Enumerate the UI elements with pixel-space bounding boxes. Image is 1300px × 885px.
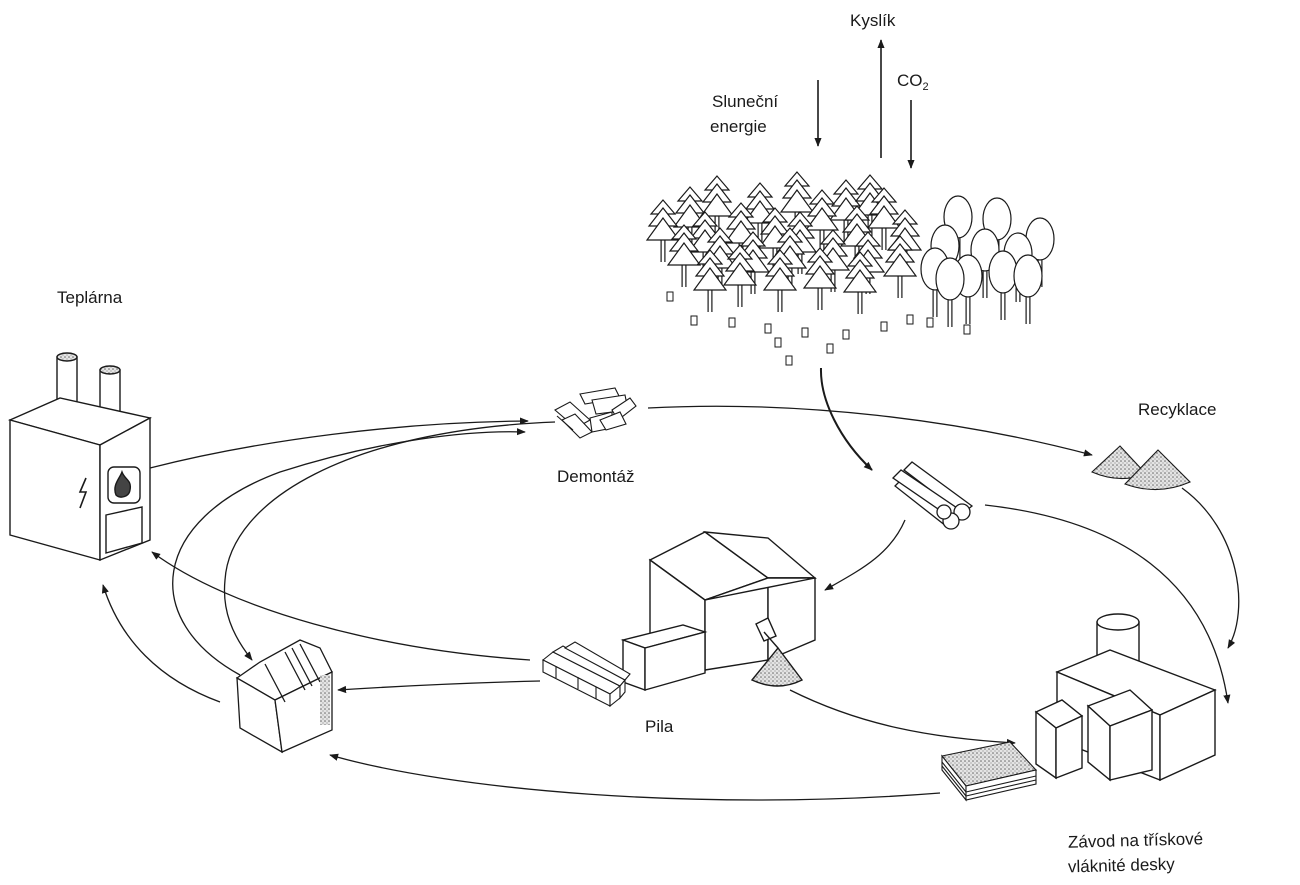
arrow-teplarna-to-demontaz <box>149 417 529 469</box>
demolition-debris <box>554 387 637 439</box>
arrow-pila-to-zavod <box>789 689 1016 747</box>
label-solar-line2: energie <box>710 117 767 136</box>
arrow-recyklace-to-zavod <box>1181 487 1240 649</box>
sawmill <box>620 531 817 691</box>
label-oxygen: Kyslík <box>850 11 896 30</box>
house-frame <box>235 639 333 754</box>
arrow-house-to-demontaz <box>172 428 526 676</box>
arrow-pila-to-teplarna <box>151 551 531 661</box>
label-demolition: Demontáž <box>557 467 635 486</box>
cycle-arrows <box>101 367 1240 801</box>
label-sawmill: Pila <box>645 717 674 736</box>
arrow-demontaz-to-recyklace <box>647 405 1093 457</box>
arrow-demontaz-to-house <box>223 421 556 661</box>
lumber-boards <box>541 641 631 708</box>
label-factory-line1: Závod na třískové <box>1067 829 1204 852</box>
arrow-logs-to-zavod <box>984 504 1231 704</box>
label-co2: CO2 <box>897 70 929 98</box>
label-co2-subscript: 2 <box>922 81 929 93</box>
label-recycling: Recyklace <box>1138 400 1217 419</box>
logs <box>891 461 974 530</box>
board-factory <box>1034 613 1217 782</box>
label-heating-plant: Teplárna <box>57 288 123 307</box>
forest <box>647 172 1054 366</box>
arrow-house-to-teplarna <box>101 584 221 703</box>
label-solar-line1: Sluneční <box>712 92 779 111</box>
arrow-logs-to-pila <box>824 519 906 591</box>
recycling-piles <box>1091 445 1191 491</box>
label-factory-line2: vláknité desky <box>1067 854 1176 877</box>
heating-plant <box>7 352 152 562</box>
board-stack <box>941 741 1038 802</box>
arrow-forest-to-logs <box>819 367 873 471</box>
arrow-zavod-to-house <box>329 753 941 801</box>
label-co2-main: CO <box>897 71 923 90</box>
arrow-pila-to-house <box>337 680 541 694</box>
atmosphere-arrows <box>814 39 915 169</box>
